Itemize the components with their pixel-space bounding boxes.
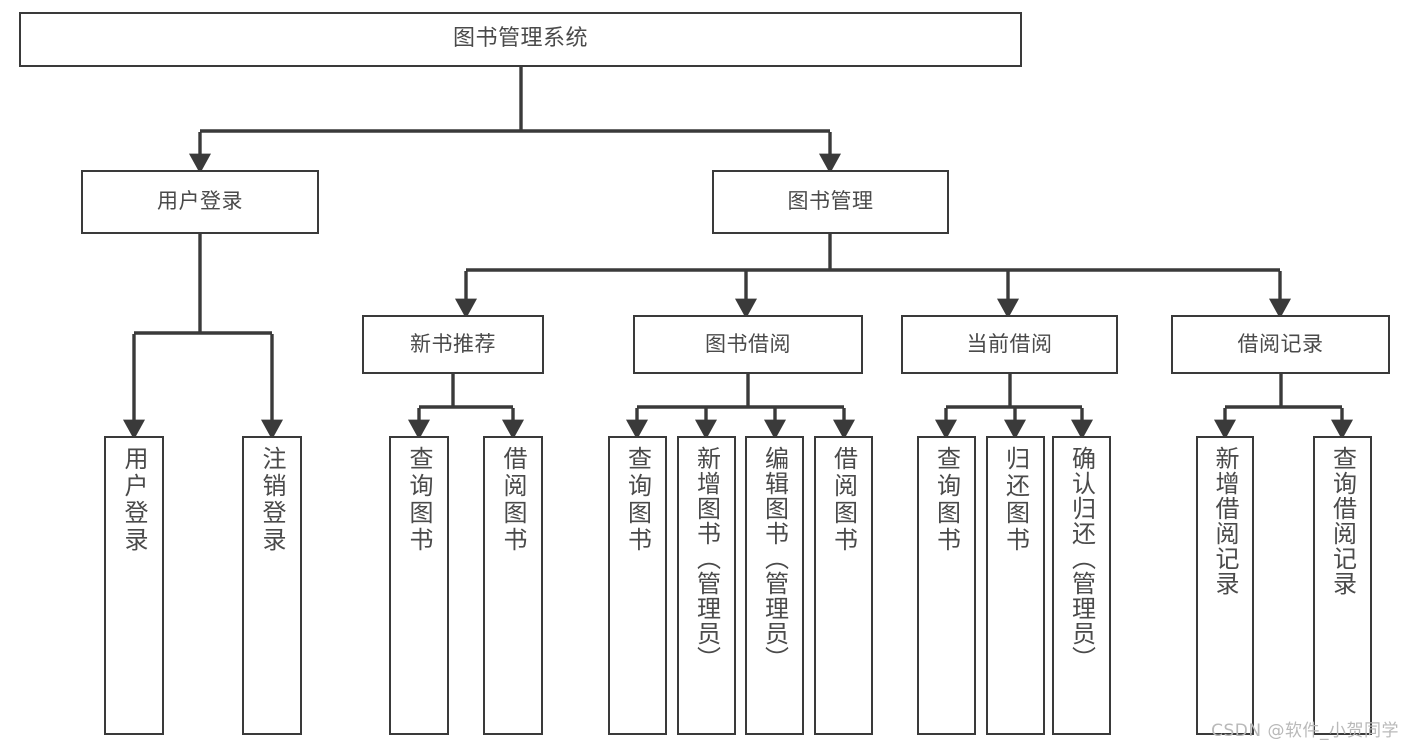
leaf-return-books[interactable]: 归还图书 [986,436,1045,735]
node-new-book-recommend[interactable]: 新书推荐 [362,315,544,374]
watermark-text: CSDN @软件_小贺同学 [1211,721,1399,741]
node-label: 借阅图书 [499,446,527,554]
node-label: 新书推荐 [410,331,496,356]
node-user-login[interactable]: 用户登录 [81,170,319,234]
node-book-borrow[interactable]: 图书借阅 [633,315,863,374]
leaf-add-book-admin[interactable]: 新增图书（管理员） [677,436,736,735]
node-label: 图书管理 [787,189,874,214]
leaf-confirm-return-admin[interactable]: 确认归还（管理员） [1052,436,1111,735]
leaf-edit-book-admin[interactable]: 编辑图书（管理员） [745,436,804,735]
leaf-borrow-books-recommend[interactable]: 借阅图书 [483,436,543,735]
node-label: 用户登录 [157,189,243,214]
node-label: 当前借阅 [966,331,1053,356]
node-label: 注销登录 [258,446,286,554]
leaf-query-books-current[interactable]: 查询图书 [917,436,976,735]
node-current-borrow[interactable]: 当前借阅 [901,315,1118,374]
leaf-query-books-recommend[interactable]: 查询图书 [389,436,449,735]
node-borrow-record[interactable]: 借阅记录 [1171,315,1390,374]
leaf-logout[interactable]: 注销登录 [242,436,302,735]
node-label: 借阅图书 [829,446,858,554]
node-book-management[interactable]: 图书管理 [712,170,949,234]
node-label: 确认归还（管理员） [1067,446,1096,671]
leaf-query-books-borrow[interactable]: 查询图书 [608,436,667,735]
node-label: 借阅记录 [1237,331,1324,356]
node-label: 图书管理系统 [452,26,588,52]
node-label: 查询图书 [932,446,961,554]
leaf-borrow-books[interactable]: 借阅图书 [814,436,873,735]
node-label: 归还图书 [1001,446,1030,554]
node-label: 新增图书（管理员） [692,446,721,671]
node-label: 编辑图书（管理员） [760,446,789,671]
leaf-user-login[interactable]: 用户登录 [104,436,164,735]
node-label: 查询图书 [623,446,652,554]
node-label: 新增借阅记录 [1211,446,1239,596]
node-label: 用户登录 [120,446,148,554]
leaf-add-borrow-record[interactable]: 新增借阅记录 [1196,436,1254,735]
leaf-query-borrow-record[interactable]: 查询借阅记录 [1313,436,1372,735]
node-root-system[interactable]: 图书管理系统 [19,12,1022,67]
node-label: 查询借阅记录 [1328,446,1357,596]
node-label: 图书借阅 [705,331,791,356]
node-label: 查询图书 [405,446,433,554]
